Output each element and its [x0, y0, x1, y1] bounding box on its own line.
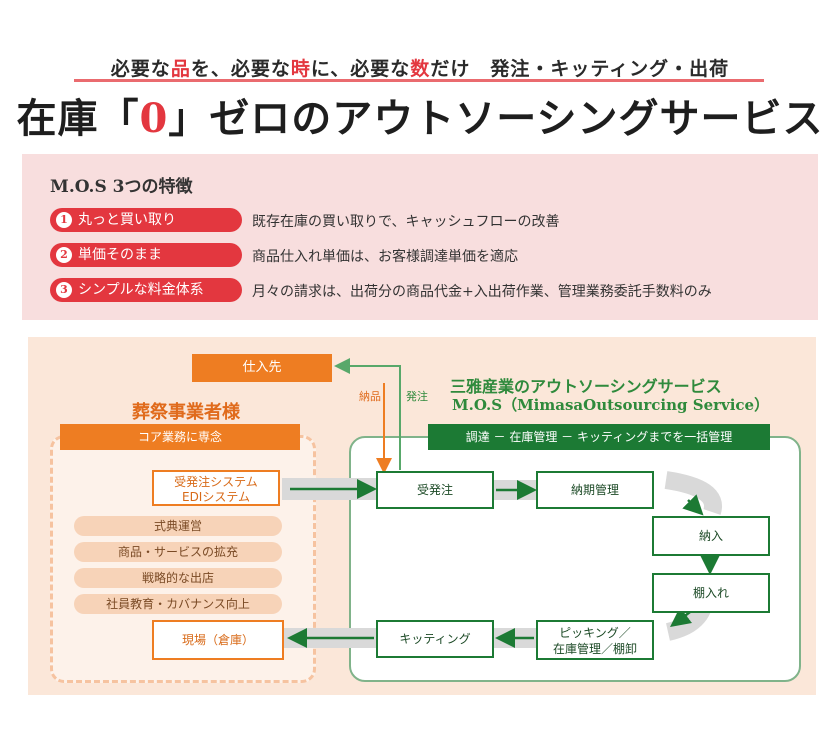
- picking-line-2: 在庫管理／棚卸: [552, 642, 637, 656]
- client-chip-expansion: 商品・サービスの拡充: [74, 542, 282, 562]
- step-receive: 納入: [652, 516, 770, 556]
- client-chip-ceremony: 式典運営: [74, 516, 282, 536]
- step-kitting: キッティング: [376, 620, 494, 658]
- feature-desc-1: 既存在庫の買い取りで、キャッシュフローの改善: [252, 214, 560, 230]
- feature-desc-2: 商品仕入れ単価は、お客様調達単価を適応: [252, 249, 518, 265]
- mos-title: 三雅産業のアウトソーシングサービス: [450, 377, 722, 396]
- step-picking: ピッキング／ 在庫管理／棚卸: [536, 620, 654, 660]
- feature-pill-3: 3 シンプルな料金体系: [50, 278, 242, 302]
- feature-label: 単価そのまま: [78, 247, 162, 263]
- headline-text: 」ゼロのアウトソーシングサービス: [168, 95, 824, 142]
- system-line-2: EDIシステム: [181, 490, 250, 504]
- tagline-highlight: 品: [170, 58, 191, 80]
- client-chip-stores: 戦略的な出店: [74, 568, 282, 588]
- tagline-text: を、必要な: [190, 58, 291, 80]
- tagline-text: に、必要な: [310, 58, 411, 80]
- band-curve-top: [664, 471, 722, 515]
- tagline: 必要な品を、必要な時に、必要な数だけ 発注・キッティング・出荷: [0, 54, 840, 81]
- arrow-curve-top: [682, 494, 704, 516]
- step-order: 受発注: [376, 471, 494, 509]
- headline: 在庫「0」ゼロのアウトソーシングサービス: [0, 86, 840, 144]
- feature-pill-2: 2 単価そのまま: [50, 243, 242, 267]
- number-badge: 2: [56, 247, 72, 263]
- system-box: 受発注システム EDIシステム: [152, 470, 280, 506]
- headline-text: 在庫「: [16, 95, 140, 142]
- tagline-text: 必要な: [110, 58, 171, 80]
- supplier-box: 仕入先: [192, 354, 332, 382]
- headline-zero: 0: [139, 95, 169, 142]
- feature-label: シンプルな料金体系: [78, 282, 204, 298]
- feature-pill-1: 1 丸っと買い取り: [50, 208, 242, 232]
- feature-desc-3: 月々の請求は、出荷分の商品代金+入出荷作業、管理業務委託手数料のみ: [252, 284, 712, 300]
- client-bar: コア業務に専念: [60, 424, 300, 450]
- delivery-label: 納品: [359, 390, 381, 403]
- picking-line-1: ピッキング／: [559, 626, 631, 640]
- number-badge: 3: [56, 282, 72, 298]
- tagline-highlight: 時: [290, 58, 311, 80]
- number-badge: 1: [56, 212, 72, 228]
- step-delivery-management: 納期管理: [536, 471, 654, 509]
- site-warehouse-box: 現場（倉庫）: [152, 620, 284, 660]
- tagline-underline: [74, 79, 764, 82]
- order-label: 発注: [406, 390, 428, 403]
- features-title: M.O.S 3つの特徴: [50, 177, 193, 197]
- feature-label: 丸っと買い取り: [78, 212, 176, 228]
- arrow-curve-bottom: [670, 607, 692, 627]
- step-shelve: 棚入れ: [652, 573, 770, 613]
- client-title: 葬祭事業者様: [132, 402, 240, 423]
- tagline-text: だけ 発注・キッティング・出荷: [430, 58, 730, 80]
- client-chip-training: 社員教育・カバナンス向上: [74, 594, 282, 614]
- system-line-1: 受発注システム: [174, 475, 258, 489]
- mos-subtitle: M.O.S（MimasaOutsourcing Service）: [452, 396, 770, 414]
- arrow-order-supplier: [334, 358, 401, 470]
- tagline-highlight: 数: [410, 58, 431, 80]
- mos-bar: 調達 － 在庫管理 － キッティングまでを一括管理: [428, 424, 770, 450]
